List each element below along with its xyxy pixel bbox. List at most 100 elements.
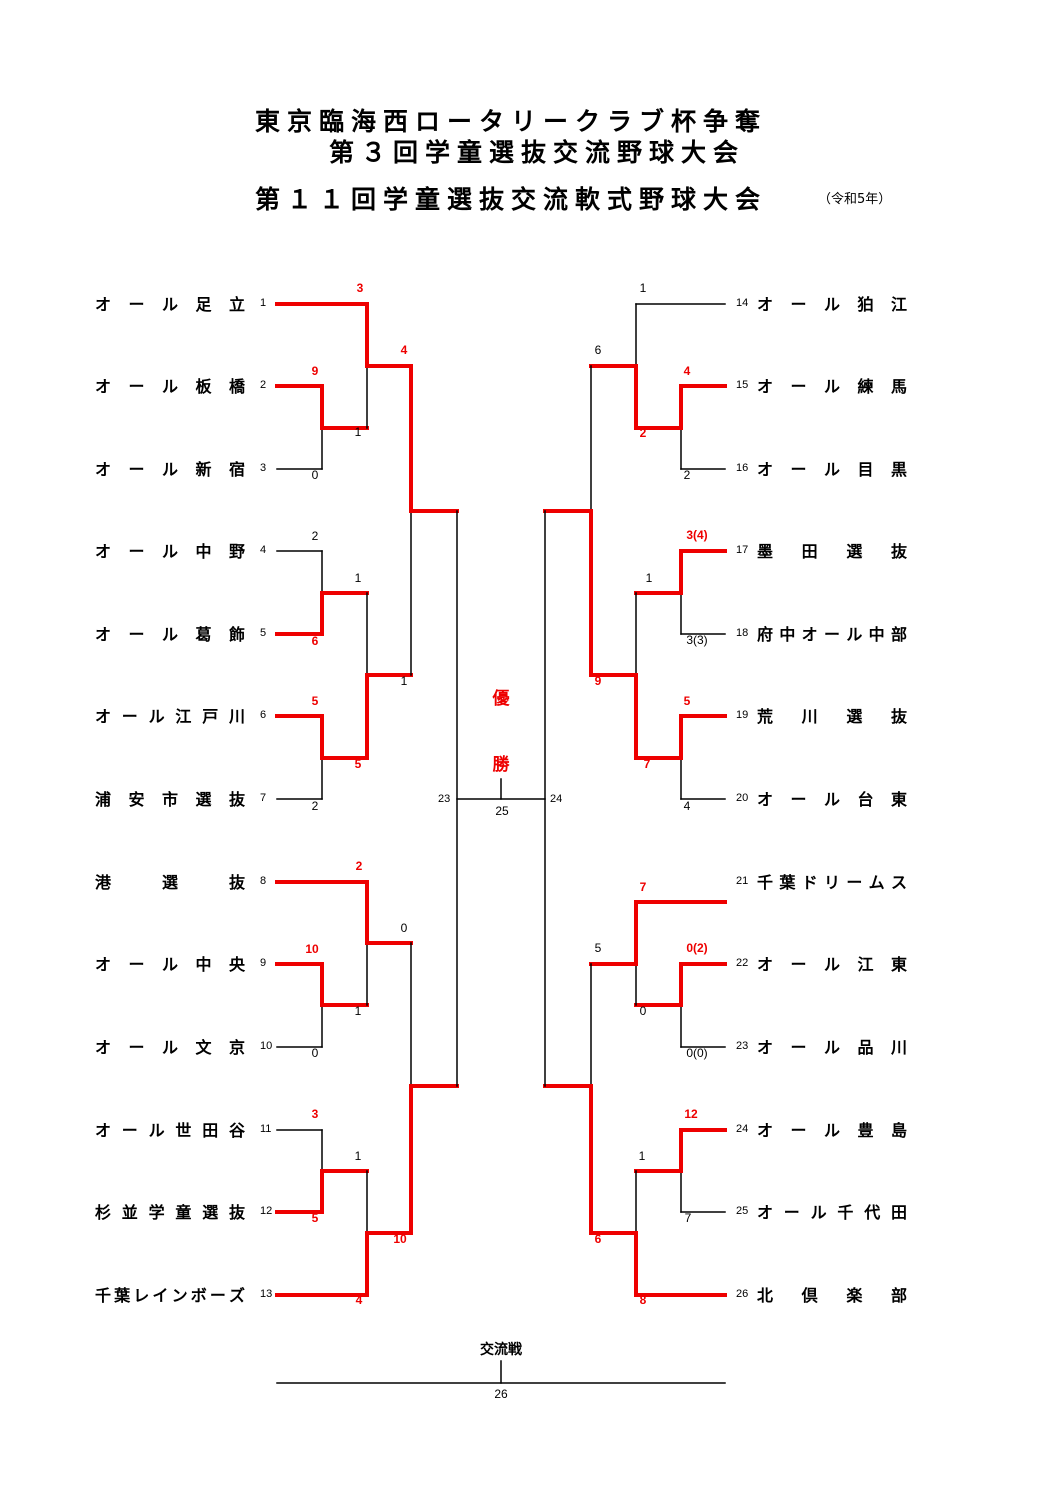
score-label: 2 <box>311 799 319 813</box>
score-label: 1 <box>354 1149 362 1163</box>
team-name-char: ボ <box>190 1286 207 1305</box>
team-name-char: ー <box>128 625 145 644</box>
score-label: 1 <box>639 281 647 295</box>
team-name-char: ル <box>823 1121 840 1140</box>
team-name-char: 目 <box>857 460 874 479</box>
team-name: オール江戸川 <box>95 705 245 726</box>
team-name-char: オ <box>757 790 774 809</box>
title-line-1: 東京臨海西ロータリークラブ杯争奪 <box>255 107 768 136</box>
score-label: 0 <box>400 921 408 935</box>
team-name-char: ー <box>128 460 145 479</box>
team-seed-number: 22 <box>736 957 749 969</box>
team-name-char: オ <box>801 625 818 644</box>
score-label: 5 <box>311 1211 319 1225</box>
team-name: オール千代田 <box>757 1201 907 1222</box>
team-name-char: ル <box>161 377 178 396</box>
team-name-char: ル <box>823 790 840 809</box>
team-name: 千葉ドリームス <box>757 871 907 892</box>
team-name-char: 戸 <box>202 707 219 726</box>
title-line-3: 第１１回学童選抜交流軟式野球大会 <box>255 185 768 214</box>
team-name-char: 川 <box>890 1038 907 1057</box>
team-seed-number: 24 <box>736 1123 749 1135</box>
team-name-char: 墨 <box>757 542 774 561</box>
team-name-char: 立 <box>228 295 245 314</box>
score-label: 10 <box>393 1232 407 1246</box>
score-label: 6 <box>594 343 602 357</box>
team-name-char: リ <box>823 873 840 892</box>
score-label: 7 <box>684 1211 692 1225</box>
team-name-char: 新 <box>195 460 212 479</box>
team-name-char: 倶 <box>801 1286 818 1305</box>
team-name-char: 安 <box>128 790 145 809</box>
team-name-char: 文 <box>195 1038 212 1057</box>
team-name-char: ー <box>121 707 138 726</box>
team-name-char: 橋 <box>228 377 245 396</box>
team-name: オール台東 <box>757 788 907 809</box>
team-name-char: 学 <box>148 1203 165 1222</box>
team-name-char: ル <box>810 1203 827 1222</box>
title-line-2: 第３回学童選抜交流野球大会 <box>329 138 746 167</box>
team-name-char: 荒 <box>757 707 774 726</box>
team-name-char: 飾 <box>228 625 245 644</box>
team-name-char: オ <box>95 377 112 396</box>
team-seed-number: 12 <box>260 1205 273 1217</box>
score-label: 12 <box>684 1107 698 1121</box>
team-seed-number: 26 <box>736 1288 749 1300</box>
team-name-char: 選 <box>195 790 212 809</box>
team-name-char: ー <box>783 1203 800 1222</box>
team-name-char: ー <box>128 295 145 314</box>
team-name-char: ル <box>161 955 178 974</box>
team-name-char: ー <box>790 1038 807 1057</box>
score-label: 3 <box>356 281 364 295</box>
team-name-char: ー <box>846 873 863 892</box>
team-name-char: 部 <box>890 1286 907 1305</box>
team-name-char: 板 <box>195 377 212 396</box>
team-name-char: オ <box>95 542 112 561</box>
team-seed-number: 23 <box>736 1040 749 1052</box>
team-name-char: 抜 <box>228 790 245 809</box>
team-name-char: 台 <box>857 790 874 809</box>
team-name-char: ル <box>161 1038 178 1057</box>
score-label: 1 <box>354 1004 362 1018</box>
score-label: 9 <box>594 674 602 688</box>
team-name-char: 島 <box>890 1121 907 1140</box>
team-seed-number: 11 <box>260 1123 272 1135</box>
team-name-char: ル <box>823 955 840 974</box>
team-name-char: 部 <box>890 625 907 644</box>
team-name-char: ー <box>790 377 807 396</box>
team-name: オール葛飾 <box>95 623 245 644</box>
team-name-char: ル <box>823 1038 840 1057</box>
team-seed-number: 20 <box>736 792 749 804</box>
team-name-char: 東 <box>890 790 907 809</box>
team-name-char: 抜 <box>890 542 907 561</box>
score-label: 1 <box>354 425 362 439</box>
team-name-char: 中 <box>868 625 885 644</box>
team-name: オール品川 <box>757 1036 907 1057</box>
team-name-char: 中 <box>195 955 212 974</box>
team-name: 杉並学童選抜 <box>95 1201 245 1222</box>
team-name-char: オ <box>95 1121 112 1140</box>
team-seed-number: 10 <box>260 1040 273 1052</box>
team-name-char: 江 <box>175 707 192 726</box>
team-name-char: イ <box>152 1286 169 1305</box>
score-label: 10 <box>305 942 319 956</box>
team-name-char: 選 <box>161 873 178 892</box>
team-name-char: 抜 <box>228 1203 245 1222</box>
team-seed-number: 13 <box>260 1288 273 1300</box>
team-name-char: 浦 <box>95 790 112 809</box>
team-name-char: ー <box>121 1121 138 1140</box>
score-label: 1 <box>645 571 653 585</box>
team-name-char: ム <box>868 873 885 892</box>
team-name-char: オ <box>95 707 112 726</box>
team-name-char: 豊 <box>857 1121 874 1140</box>
team-seed-number: 14 <box>736 297 749 309</box>
exchange-match-number: 26 <box>494 1387 508 1401</box>
team-name-char: オ <box>95 1038 112 1057</box>
team-name-char: 杉 <box>95 1203 112 1222</box>
team-name-char: ズ <box>228 1286 245 1305</box>
team-name: オール豊島 <box>757 1119 907 1140</box>
team-name: 府中オール中部 <box>757 623 907 644</box>
team-name-char: ン <box>171 1286 188 1305</box>
team-name-char: 千 <box>837 1203 854 1222</box>
team-name: オール目黒 <box>757 458 907 479</box>
